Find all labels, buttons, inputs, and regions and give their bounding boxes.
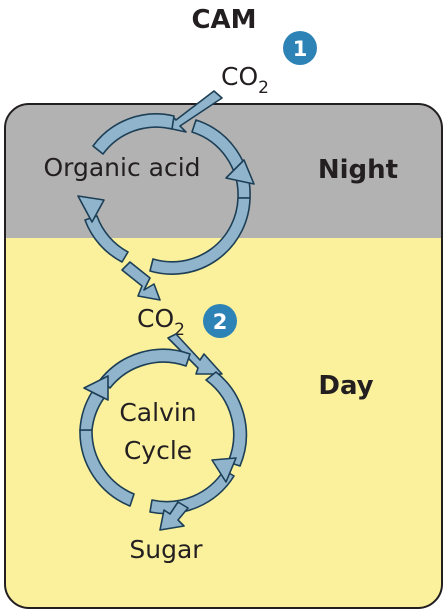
night-label: Night: [318, 155, 398, 185]
sugar-label: Sugar: [129, 535, 203, 564]
calvin-arrowhead-left: [83, 375, 109, 401]
calvin-label-line2: Cycle: [124, 436, 192, 465]
night-ring-segment-bottom: [149, 197, 251, 275]
step-badge-1: 1: [283, 31, 317, 65]
panel-border: [4, 103, 443, 609]
sugar-output-arrow: [159, 501, 189, 531]
co2-release-arrow: [121, 261, 161, 301]
calvin-cycle-arrows: [79, 348, 248, 531]
night-ring-segment-top: [92, 113, 175, 155]
organic-acid-label: Organic acid: [43, 153, 200, 182]
night-arrowhead-right: [225, 159, 255, 185]
title: CAM: [191, 5, 256, 35]
co2-to-calvin-arrow: [167, 333, 223, 375]
calvin-ring-segment-bottom: [149, 469, 235, 515]
step-number-1: 1: [293, 37, 308, 61]
night-arrowhead-left: [77, 195, 105, 223]
step-number-2: 2: [213, 310, 228, 334]
day-band: [5, 238, 442, 608]
day-label: Day: [318, 371, 373, 401]
background-panel: [5, 104, 442, 608]
night-band: [5, 104, 442, 238]
calvin-ring-segment-top: [99, 348, 191, 389]
calvin-arrowhead-right: [211, 457, 237, 483]
calvin-label-line1: Calvin: [119, 398, 196, 427]
step-badge-2: 2: [203, 304, 237, 338]
co2-label-top: CO2: [221, 62, 269, 98]
co2-label-middle: CO2: [137, 304, 185, 340]
night-ring-segment-left: [84, 215, 129, 263]
night-cycle-arrows: [77, 113, 255, 301]
co2-intake-arrow: [162, 90, 223, 133]
